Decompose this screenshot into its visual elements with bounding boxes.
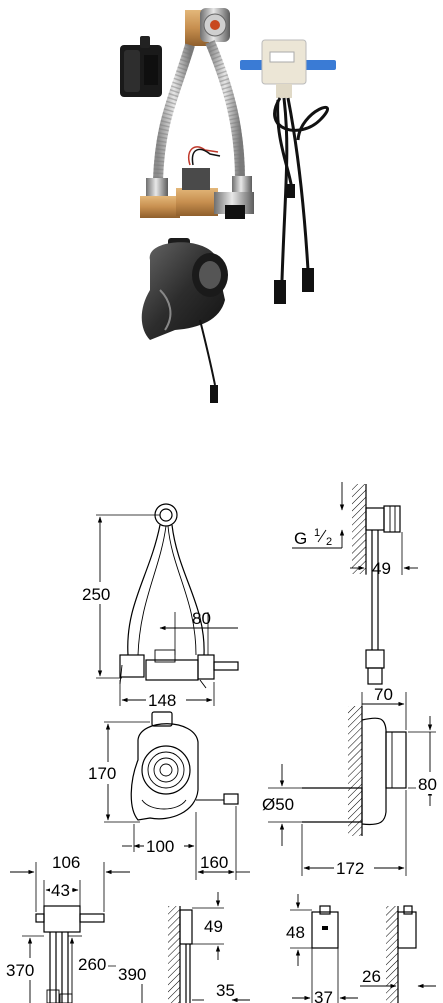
connector-box-view: 106 43 370 260 390 [4, 853, 156, 1003]
dim-siphon-outlet-offset: 70 [374, 685, 393, 704]
dim-siphon-length: 172 [336, 859, 364, 878]
dim-connector-depth-b: 260 [78, 955, 106, 974]
dim-valve-width: 148 [148, 691, 176, 710]
power-supply-photo [240, 39, 336, 304]
dim-siphon-outlet-height: 80 [418, 775, 437, 794]
dim-connector-depth-c: 390 [118, 965, 146, 984]
dim-siphon-width: 100 [146, 837, 174, 856]
valve-front-view: 250 80 148 [80, 503, 239, 710]
flush-valve-photo [140, 8, 254, 219]
battery-box-photo [120, 36, 162, 97]
valve-side-view: G 1 2 49 [292, 482, 418, 685]
dim-connector-width: 106 [52, 853, 80, 872]
dim-connector-depth-a: 370 [6, 961, 34, 980]
dim-wall-box-depth: 35 [216, 981, 235, 1000]
dim-siphon-diameter: Ø50 [262, 795, 294, 814]
dim-battery-height: 48 [286, 923, 305, 942]
dim-wall-box-height: 49 [204, 917, 223, 936]
dim-valve-height: 250 [82, 585, 110, 604]
dim-thread-prefix: G [294, 529, 307, 548]
dim-thread-num: 1 [314, 527, 320, 539]
siphon-photo [141, 238, 228, 403]
siphon-front-view: 170 100 160 [86, 711, 250, 880]
dim-siphon-cable: 160 [200, 853, 228, 872]
dim-battery-width: 37 [314, 988, 333, 1003]
battery-side-view: 26 [360, 905, 436, 1003]
dim-battery-depth: 26 [362, 967, 381, 986]
battery-front-view: 48 37 [284, 894, 358, 1003]
technical-drawings: 250 80 148 [4, 482, 442, 1003]
dim-thread-den: 2 [326, 536, 332, 548]
siphon-side-view: 70 80 Ø50 172 [262, 685, 442, 878]
dim-valve-spacing: 80 [192, 609, 211, 628]
dim-siphon-height: 170 [88, 764, 116, 783]
wall-box-view: 49 35 [168, 892, 250, 1003]
dim-connector-inner: 43 [51, 881, 70, 900]
dim-connection-offset: 49 [372, 559, 391, 578]
product-photos [120, 8, 336, 403]
